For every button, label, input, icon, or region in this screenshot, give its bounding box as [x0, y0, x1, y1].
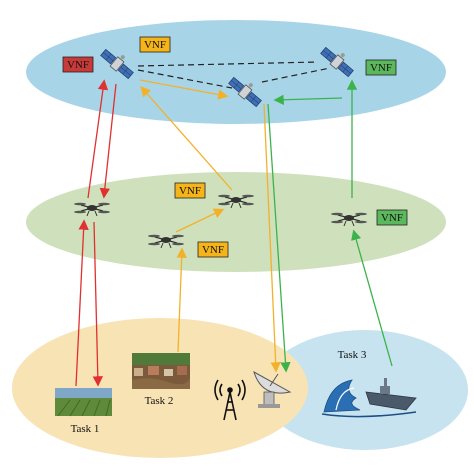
task3-label: Task 3 [338, 349, 367, 361]
radio-tower-icon [214, 379, 246, 421]
orange-arrow-5 [263, 103, 281, 373]
vnf-badge-orange: VNF [139, 36, 171, 53]
vnf-badge-green: VNF [376, 209, 408, 226]
vnf-badge-red: VNF [62, 56, 94, 73]
red-arrow-up-1 [75, 219, 89, 387]
red-arrow-up-2 [87, 79, 109, 199]
orange-arrow-1 [176, 247, 187, 353]
vnf-badge-orange: VNF [174, 182, 206, 199]
red-arrow-down-1 [99, 83, 117, 199]
ground-station-dish-icon [253, 370, 292, 408]
orange-arrow-3 [140, 86, 233, 191]
orange-arrow-2 [175, 208, 225, 233]
flooded-town-image [132, 353, 190, 389]
farm-field-image [55, 388, 112, 417]
vnf-badge-green: VNF [365, 59, 397, 76]
svg-text:VNF: VNF [67, 59, 89, 71]
ship-icon [365, 378, 417, 411]
green-arrow-4 [267, 103, 291, 373]
isl-link-2 [137, 69, 233, 89]
sea-layer [262, 330, 468, 450]
orange-arrow-4 [139, 79, 229, 100]
green-arrow-3 [273, 94, 343, 105]
task1-label: Task 1 [71, 423, 100, 435]
vnf-badge-orange: VNF [197, 241, 229, 258]
svg-text:VNF: VNF [202, 244, 224, 256]
svg-text:VNF: VNF [144, 39, 166, 51]
isl-link-1 [137, 61, 319, 67]
isl-link-3 [261, 67, 331, 83]
task2-label: Task 2 [145, 395, 174, 407]
ocean-wave-icon [321, 379, 417, 418]
green-arrow-1 [351, 229, 393, 367]
red-arrow-down-2 [92, 221, 104, 387]
air-layer [26, 172, 446, 272]
svg-text:VNF: VNF [381, 212, 403, 224]
svg-text:VNF: VNF [370, 62, 392, 74]
svg-text:VNF: VNF [179, 185, 201, 197]
